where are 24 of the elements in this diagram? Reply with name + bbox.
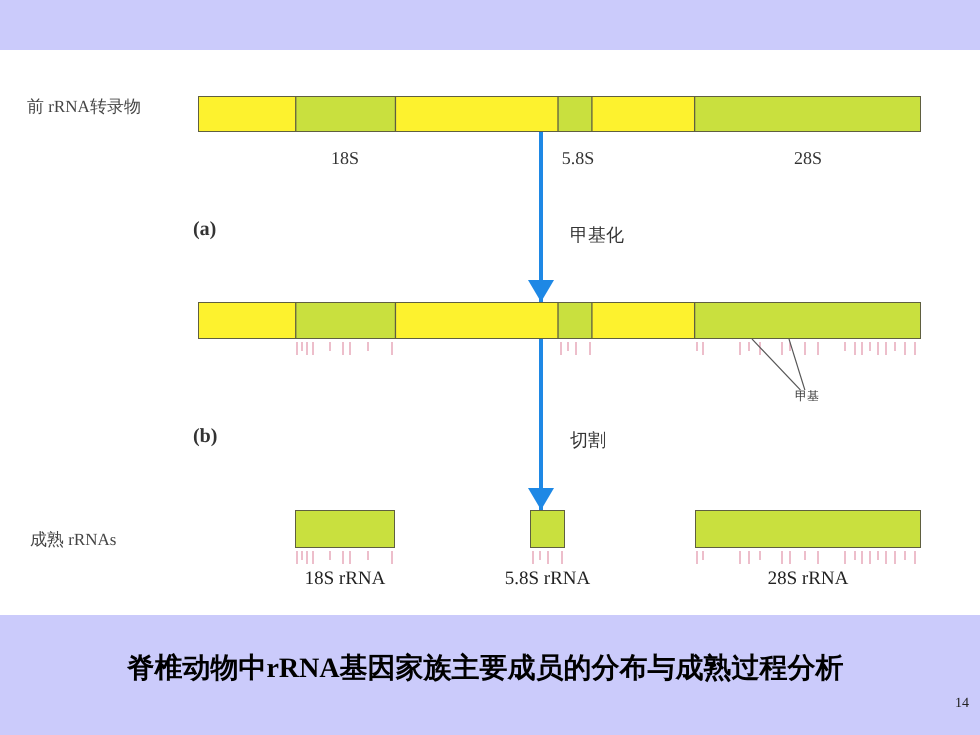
rrna-label: 18S rRNA — [304, 568, 386, 590]
rna-strip — [198, 96, 921, 132]
arrow — [528, 132, 554, 302]
step-label: (b) — [193, 425, 218, 448]
page-number: 14 — [955, 696, 969, 712]
row-label: 前 rRNA转录物 — [27, 97, 141, 117]
rrna-bar — [530, 510, 565, 548]
rrna-label: 5.8S rRNA — [504, 568, 590, 590]
leader-line — [788, 338, 806, 390]
rrna-bar — [695, 510, 921, 548]
callout-label: 甲基 — [795, 390, 819, 404]
edge-label: 切割 — [570, 430, 606, 451]
segment-label: 5.8S — [562, 148, 594, 169]
leader-line — [752, 338, 801, 390]
step-label: (a) — [193, 218, 216, 241]
segment-label: 28S — [794, 148, 822, 169]
methylated-rna-strip — [198, 302, 921, 339]
rrna-bar — [295, 510, 395, 548]
segment-label: 18S — [331, 148, 359, 169]
arrow — [528, 339, 554, 510]
caption: 脊椎动物中rRNA基因家族主要成员的分布与成熟过程分析 — [126, 653, 844, 686]
row-label: 成熟 rRNAs — [30, 530, 116, 550]
rrna-label: 28S rRNA — [768, 568, 848, 590]
edge-label: 甲基化 — [570, 225, 624, 246]
